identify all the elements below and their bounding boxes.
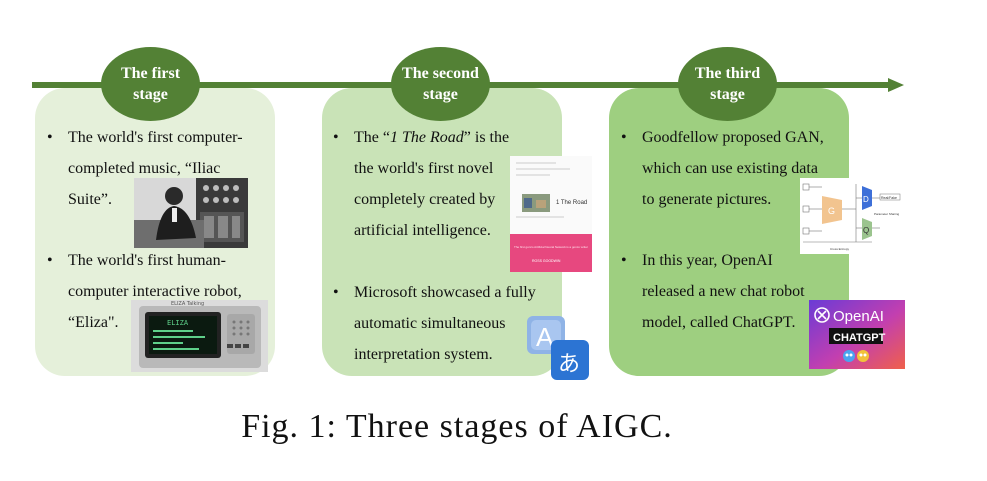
bullet-dot: • (333, 284, 339, 301)
openai-text: OpenAI (833, 308, 884, 325)
bullet-line: completely created by (354, 191, 496, 208)
bullet-dot: • (333, 129, 339, 146)
book-caption-text: The first gonzo Artificial Neural Networ… (514, 245, 588, 249)
book-title-text: 1 The Road (556, 200, 587, 206)
translator-letter-a: A (536, 322, 554, 352)
stage-1-badge: The first stage (101, 47, 200, 121)
bullet-text: ” is the (463, 129, 510, 146)
openai-logo-icon: OpenAI CHATGPT (809, 300, 905, 369)
bullet-line: “Eliza". (68, 314, 119, 331)
gan-g-label: G (828, 206, 835, 216)
bullet-line: automatic simultaneous (354, 315, 506, 332)
gan-param-sharing-label: Parameter Sharing (874, 212, 900, 216)
stage-1-badge-line1: The first (120, 65, 181, 82)
bullet-line: The world's first human- (68, 252, 226, 269)
gan-cross-entropy-label: Cross Entropy (830, 247, 850, 251)
stage-3-badge-line1: The third (694, 65, 761, 82)
bullet-line: The “1 The Road” is the (354, 122, 509, 153)
bullet-line: Goodfellow proposed GAN, (642, 129, 824, 146)
bullet-dot: • (621, 252, 627, 269)
eliza-bezel-text: ELIZA Talking (171, 301, 204, 307)
gan-diagram-image: G D Q Real/Fake Parameter Sharing Cross … (800, 178, 902, 254)
book-author-text: ROSS GOODWIN (532, 259, 561, 263)
stage-3-badge-line2: stage (710, 86, 745, 103)
bullet-dot: • (47, 129, 53, 146)
figure-caption: Fig. 1: Three stages of AIGC. (241, 408, 673, 445)
stage-2-badge: The second stage (391, 47, 490, 121)
chatgpt-text: CHATGPT (833, 332, 886, 344)
eliza-screen-text: ELIZA (167, 319, 189, 327)
bullet-line: to generate pictures. (642, 191, 772, 208)
bullet-line: In this year, OpenAI (642, 252, 773, 269)
bullet-line: interpretation system. (354, 346, 493, 363)
translator-icon: A あ (527, 316, 591, 382)
bullet-line: model, called ChatGPT. (642, 314, 796, 331)
bullet-line: Suite”. (68, 191, 112, 208)
bullet-line: computer interactive robot, (68, 283, 242, 300)
eliza-terminal-photo: ELIZA ELIZA Talking (131, 300, 268, 372)
bullet-line: completed music, “Iliac (68, 160, 221, 177)
arrow-head-icon (888, 78, 904, 92)
bullet-line: released a new chat robot (642, 283, 805, 300)
stage-2-badge-line2: stage (423, 86, 458, 103)
stage-1-badge-line2: stage (133, 86, 168, 103)
bullet-dot: • (621, 129, 627, 146)
bullet-dot: • (47, 252, 53, 269)
book-cover-image: 1 The Road The first gonzo Artificial Ne… (510, 156, 592, 272)
translator-letter-jp: あ (558, 352, 580, 377)
gan-q-label: Q (863, 226, 869, 235)
bullet-line: which can use existing data (642, 160, 818, 177)
iliac-suite-photo (134, 178, 248, 248)
gan-real-fake-label: Real/Fake (881, 196, 897, 200)
stage-3-badge: The third stage (678, 47, 777, 121)
gan-d-label: D (863, 195, 869, 204)
bullet-line: Microsoft showcased a fully (354, 284, 536, 301)
bullet-line: The world's first computer- (68, 129, 243, 146)
stage-2-badge-line1: The second (402, 65, 479, 82)
bullet-line: artificial intelligence. (354, 222, 491, 239)
bullet-line: the world's first novel (354, 160, 494, 177)
novel-title: 1 The Road (389, 129, 464, 146)
bullet-text: The “ (354, 129, 390, 146)
